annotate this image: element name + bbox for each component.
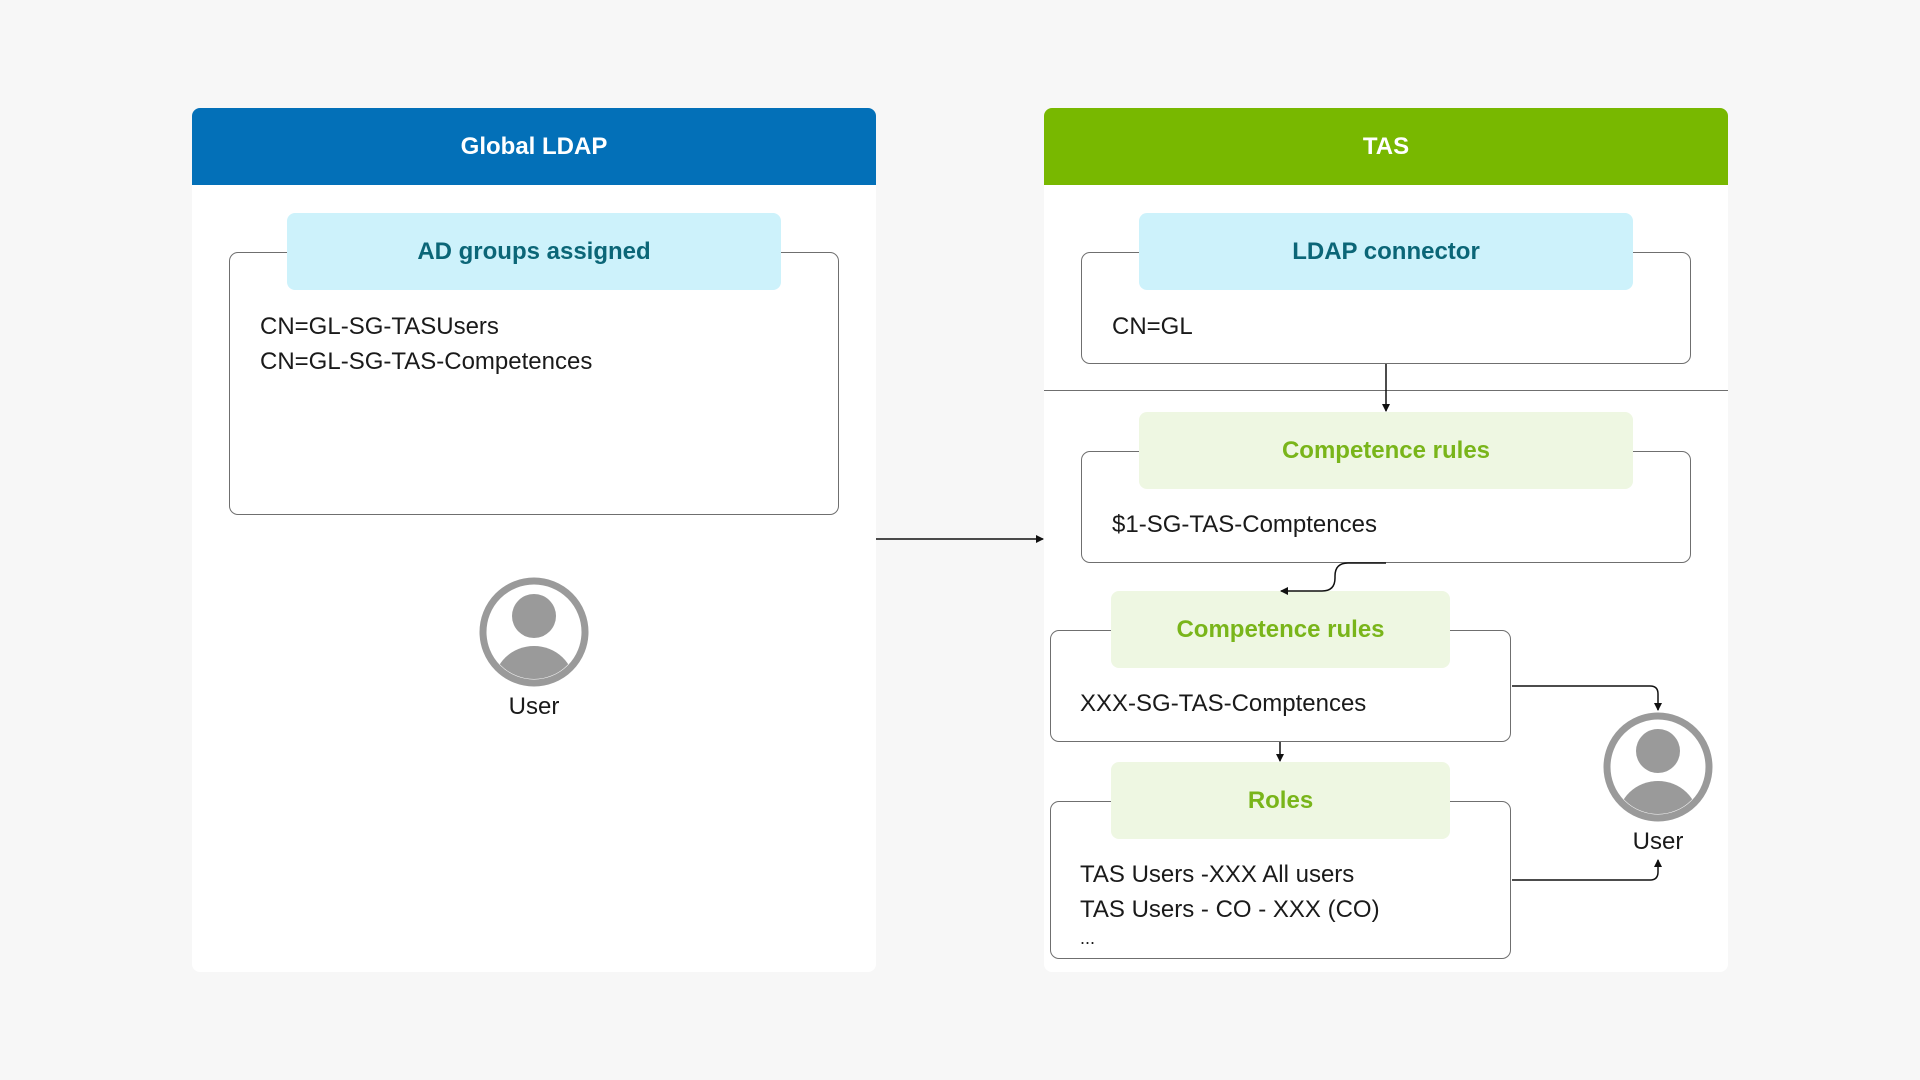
- competence-rules-text-2: XXX-SG-TAS-Comptences: [1080, 686, 1366, 721]
- tas-title: TAS: [1362, 132, 1410, 160]
- competence-rules-tab-label-2: Competence rules: [1176, 615, 1385, 643]
- global-ldap-title: Global LDAP: [460, 132, 608, 160]
- role-line: TAS Users - CO - XXX (CO): [1080, 896, 1380, 923]
- role-line: TAS Users -XXX All users: [1080, 861, 1355, 888]
- ldap-connector-tab-label: LDAP connector: [1292, 237, 1480, 265]
- global-ldap-header: Global LDAP: [192, 108, 876, 185]
- competence-rules-text-1: $1-SG-TAS-Comptences: [1112, 507, 1377, 542]
- roles-to-user-arrow: [1512, 859, 1662, 881]
- ad-groups-tab: AD groups assigned: [287, 213, 781, 290]
- ad-groups-text: CN=GL-SG-TASUsers CN=GL-SG-TAS-Competenc…: [260, 309, 592, 379]
- rules2-to-user-arrow: [1512, 685, 1662, 711]
- competence-rules-tab-2: Competence rules: [1111, 591, 1450, 668]
- roles-tab: Roles: [1111, 762, 1450, 839]
- roles-tab-label: Roles: [1247, 786, 1314, 814]
- ad-groups-tab-label: AD groups assigned: [417, 237, 651, 265]
- user-avatar-icon: [1603, 712, 1713, 822]
- competence-rules-tab-1: Competence rules: [1139, 412, 1633, 489]
- ldap-connector-text: CN=GL: [1112, 309, 1193, 344]
- role-line: ...: [1080, 928, 1096, 948]
- roles-text: TAS Users -XXX All users TAS Users - CO …: [1080, 857, 1380, 949]
- competence-rule-line: $1-SG-TAS-Comptences: [1112, 511, 1377, 538]
- user-label: User: [1632, 828, 1684, 855]
- ldap-connector-line: CN=GL: [1112, 313, 1193, 340]
- ad-groups-card: CN=GL-SG-TASUsers CN=GL-SG-TAS-Competenc…: [229, 252, 839, 515]
- ldap-connector-tab: LDAP connector: [1139, 213, 1633, 290]
- competence-rule-line: XXX-SG-TAS-Comptences: [1080, 690, 1367, 717]
- user-label: User: [508, 693, 560, 720]
- rules1-to-rules2-arrow: [1280, 562, 1386, 595]
- ad-group-line: CN=GL-SG-TAS-Competences: [260, 348, 593, 375]
- ad-group-line: CN=GL-SG-TASUsers: [260, 313, 499, 340]
- competence-rules-tab-label-1: Competence rules: [1281, 436, 1491, 464]
- tas-header: TAS: [1044, 108, 1728, 185]
- user-avatar-icon: [479, 577, 589, 687]
